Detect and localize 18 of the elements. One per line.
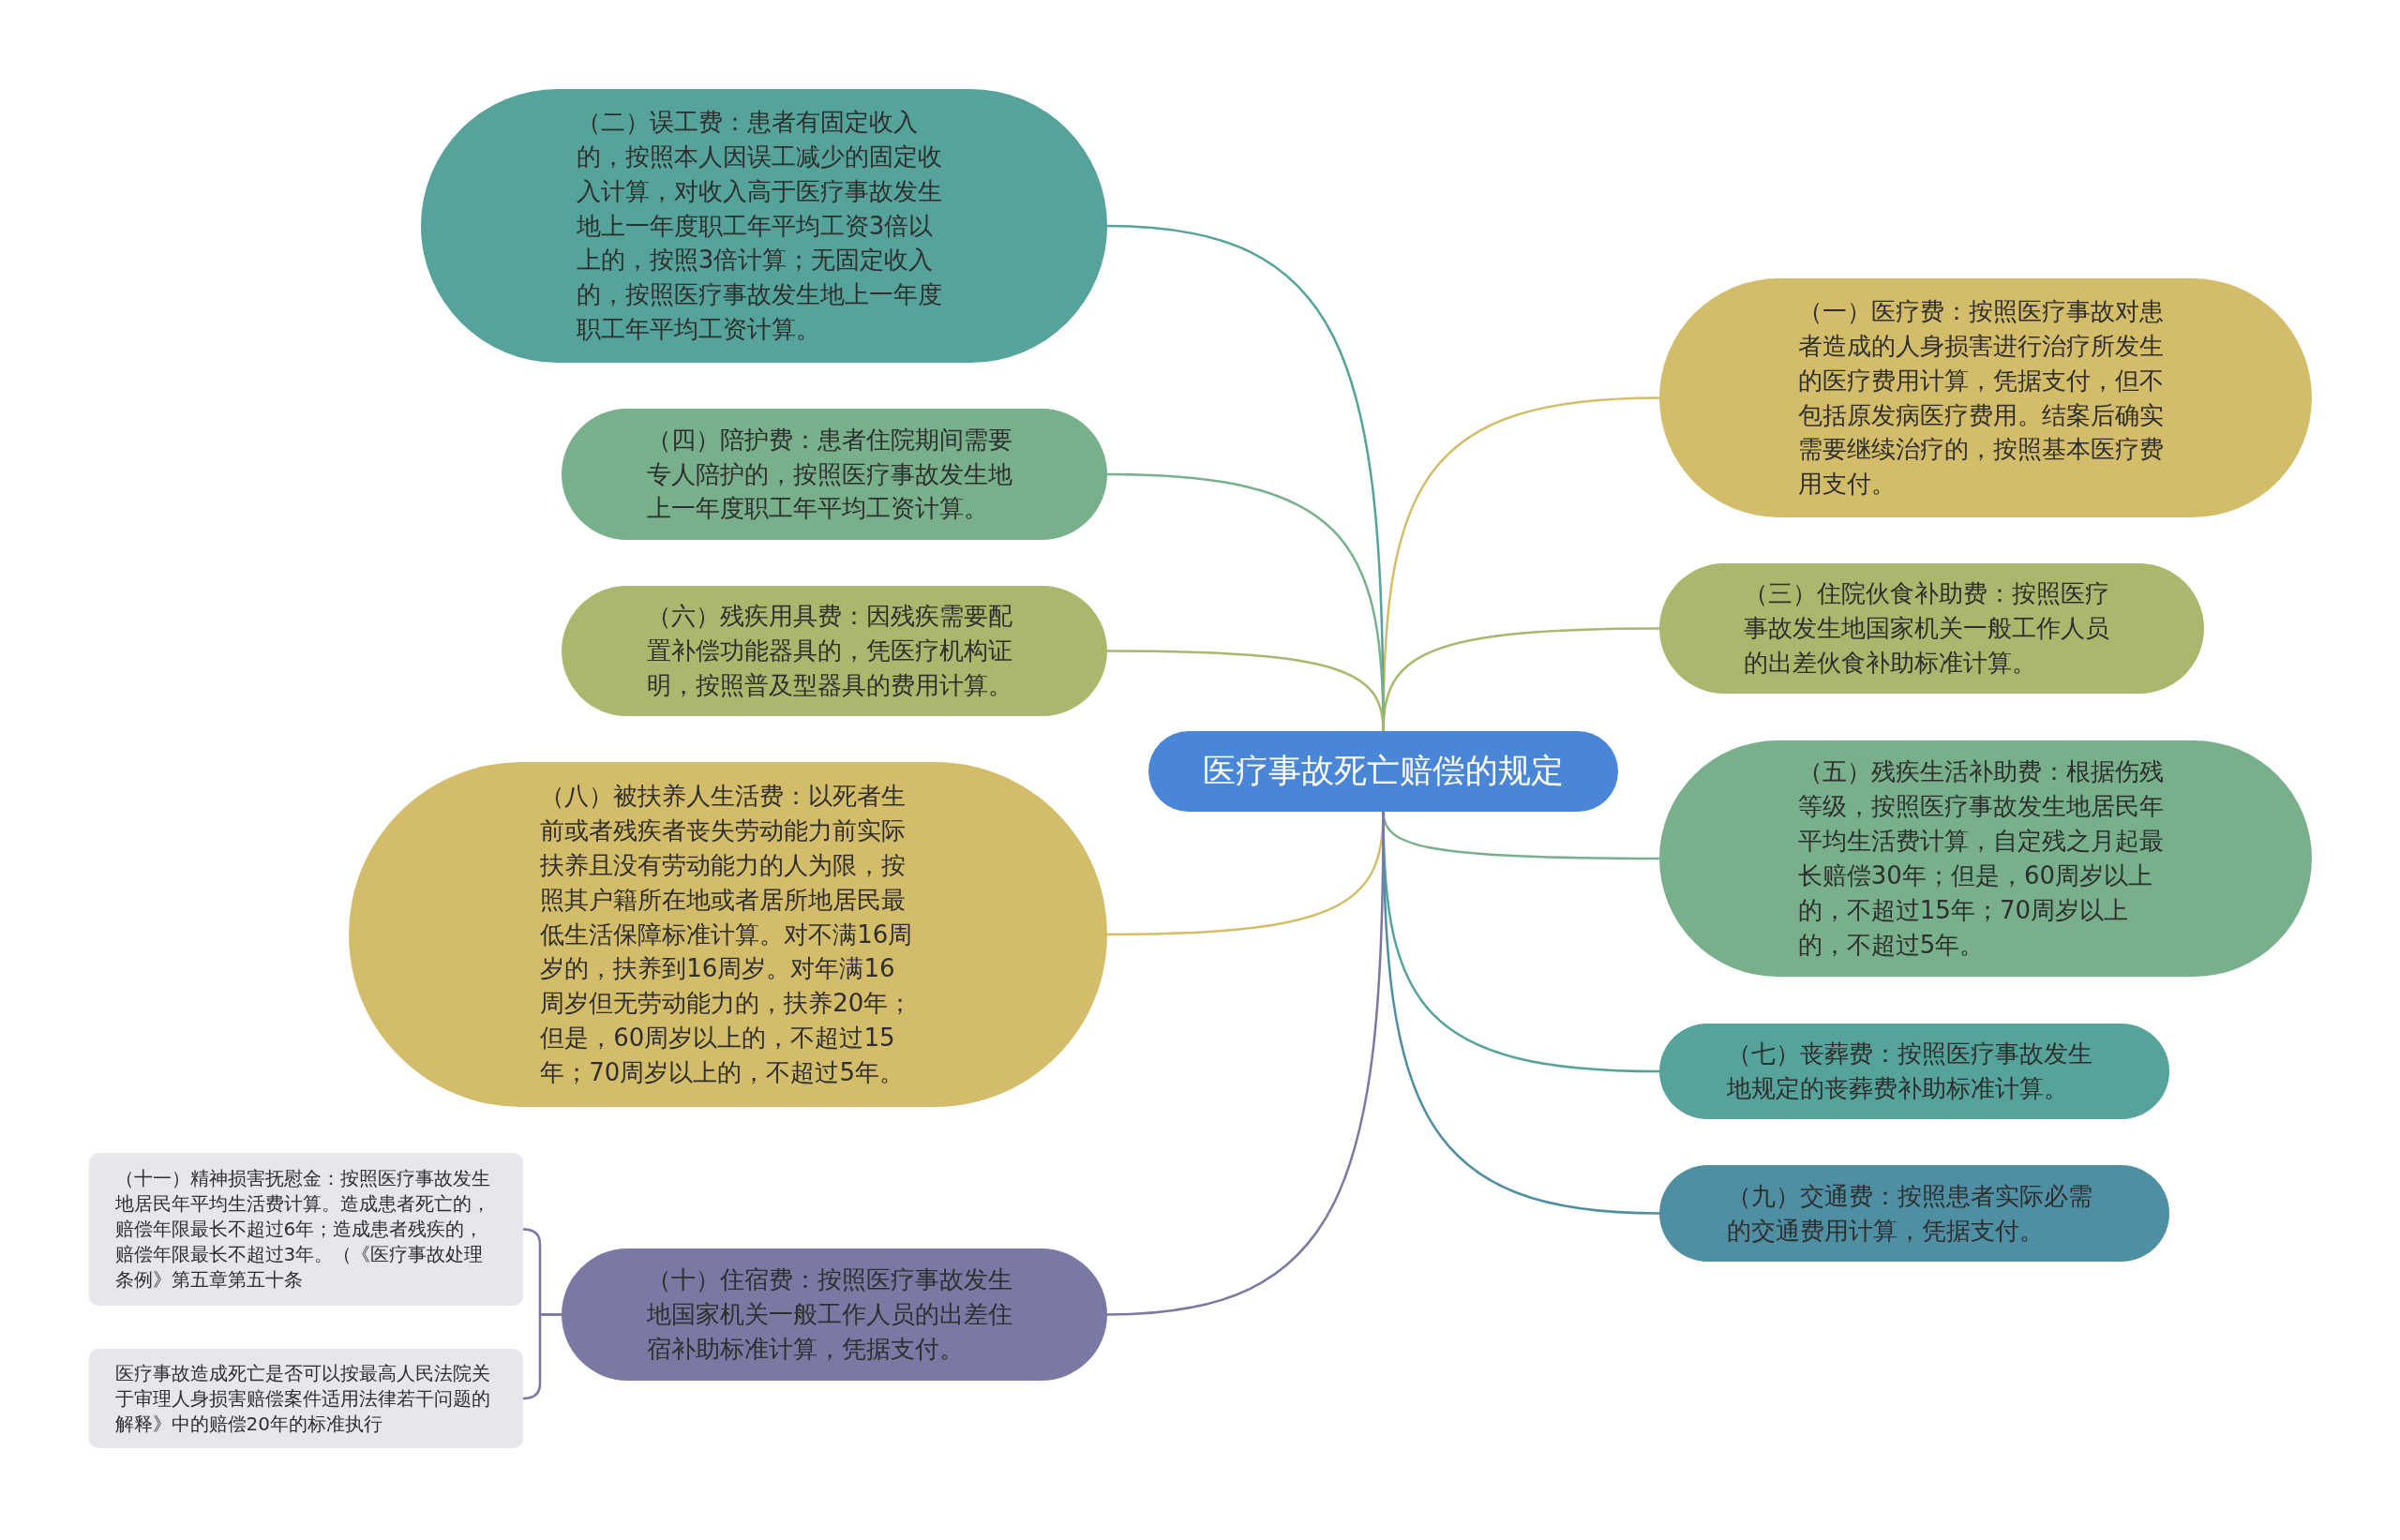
branch-text: （三）住院伙食补助费：按照医疗事故发生地国家机关一般工作人员的出差伙食补助标准计算。 bbox=[1744, 578, 2111, 679]
note-card bbox=[89, 1153, 523, 1306]
branch-text: （一）医疗费：按照医疗事故对患者造成的人身损害进行治疗所发生的医疗费用计算，凭据支付，但不包括原发病医疗费用。结案后确实需要继续治疗的，按照基本医疗费用支付。 bbox=[1797, 295, 2165, 501]
branch-text: （九）交通费：按照患者实际必需的交通费用计算，凭据支付。 bbox=[1726, 1180, 2093, 1247]
branch-text: （八）被扶养人生活费：以死者生前或者残疾者丧失劳动能力前实际扶养且没有劳动能力的人为限，按照其户籍所在地或者居所地居民最低生活保障标准计算。对不满16周岁的，扶养到16周岁。对年满16周岁但无劳动能力的，扶养20年；但是，60周岁以上的，不超过15年；70周岁以上的，不超过5年。 bbox=[540, 780, 914, 1089]
branch-text: （四）陪护费：患者住院期间需要专人陪护的，按照医疗事故发生地上一年度职工年平均工资计算。 bbox=[646, 424, 1013, 525]
branch-text: 医疗事故造成死亡是否可以按最高人民法院关于审理人身损害赔偿案件适用法律若干问题的解释》中的赔偿20年的标准执行 bbox=[114, 1360, 491, 1437]
branch-text: （二）误工费：患者有固定收入的，按照本人因误工减少的固定收入计算，对收入高于医疗事故发生地上一年度职工年平均工资3倍以上的，按照3倍计算；无固定收入的，按照医疗事故发生地上一年度职工年平均工资计算。 bbox=[576, 106, 943, 346]
branch-text: （十一）精神损害抚慰金：按照医疗事故发生地居民年平均生活费计算。造成患者死亡的，赔偿年限最长不超过6年；造成患者残疾的，赔偿年限最长不超过3年。（《医疗事故处理条例》第五章第五十条 bbox=[114, 1166, 491, 1293]
branch-text: （六）残疾用具费：因残疾需要配置补偿功能器具的，凭医疗机构证明，按照普及型器具的费用计算。 bbox=[646, 601, 1013, 701]
branch-text: （五）残疾生活补助费：根据伤残等级，按照医疗事故发生地居民年平均生活费计算，自定残之月起最长赔偿30年；但是，60周岁以上的，不超过15年；70周岁以上的，不超过5年。 bbox=[1797, 756, 2165, 961]
connector-line bbox=[522, 1313, 562, 1400]
note-card bbox=[89, 1349, 523, 1448]
connector-line bbox=[1107, 650, 1385, 732]
connector-line bbox=[1106, 812, 1385, 1316]
branch-text: （十）住宿费：按照医疗事故发生地国家机关一般工作人员的出差住宿补助标准计算，凭据支付。 bbox=[646, 1264, 1013, 1365]
topic-title: 医疗事故死亡赔偿的规定 bbox=[1203, 751, 1564, 792]
branch-text: （七）丧葬费：按照医疗事故发生地规定的丧葬费补助标准计算。 bbox=[1726, 1039, 2093, 1104]
